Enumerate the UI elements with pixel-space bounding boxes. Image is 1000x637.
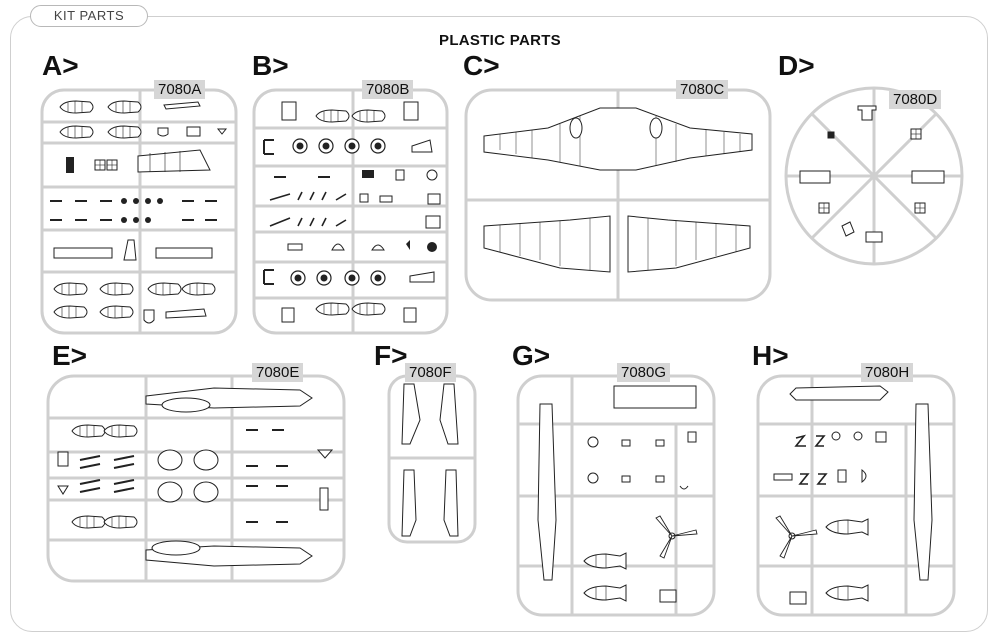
sprue-code-a: 7080A bbox=[154, 80, 206, 99]
sprue-code-h: 7080H bbox=[861, 363, 914, 382]
sprue-g-parts bbox=[537, 385, 698, 603]
sprue-letter-f: F> bbox=[374, 340, 408, 371]
kit-parts-frame bbox=[10, 16, 988, 632]
page-title: PLASTIC PARTS bbox=[439, 32, 561, 49]
sprue-letter-c: C> bbox=[463, 50, 500, 81]
sprue-code-b: 7080B bbox=[362, 80, 414, 99]
sprue-h-parts bbox=[773, 385, 933, 605]
sprue-letter-e: E> bbox=[52, 340, 88, 371]
sprue-letter-b: B> bbox=[252, 50, 289, 81]
sprue-b-parts bbox=[263, 101, 441, 323]
kit-parts-tab[interactable]: KIT PARTS bbox=[30, 5, 148, 27]
sprue-letter-a: A> bbox=[42, 50, 79, 81]
sprue-code-e: 7080E bbox=[252, 363, 304, 382]
sprue-code-c: 7080C bbox=[676, 80, 729, 99]
sprue-e-parts bbox=[57, 387, 334, 567]
sprue-code-f: 7080F bbox=[405, 363, 456, 382]
sprue-code-g: 7080G bbox=[617, 363, 671, 382]
sprue-d-parts bbox=[799, 105, 945, 243]
sprue-letter-h: H> bbox=[752, 340, 789, 371]
sprue-code-d: 7080D bbox=[889, 90, 942, 109]
sprue-letter-d: D> bbox=[778, 50, 815, 81]
sprue-f-parts bbox=[401, 383, 459, 537]
sprue-a-parts bbox=[49, 100, 228, 324]
sprue-letter-g: G> bbox=[512, 340, 551, 371]
sprue-c-parts bbox=[483, 107, 753, 273]
